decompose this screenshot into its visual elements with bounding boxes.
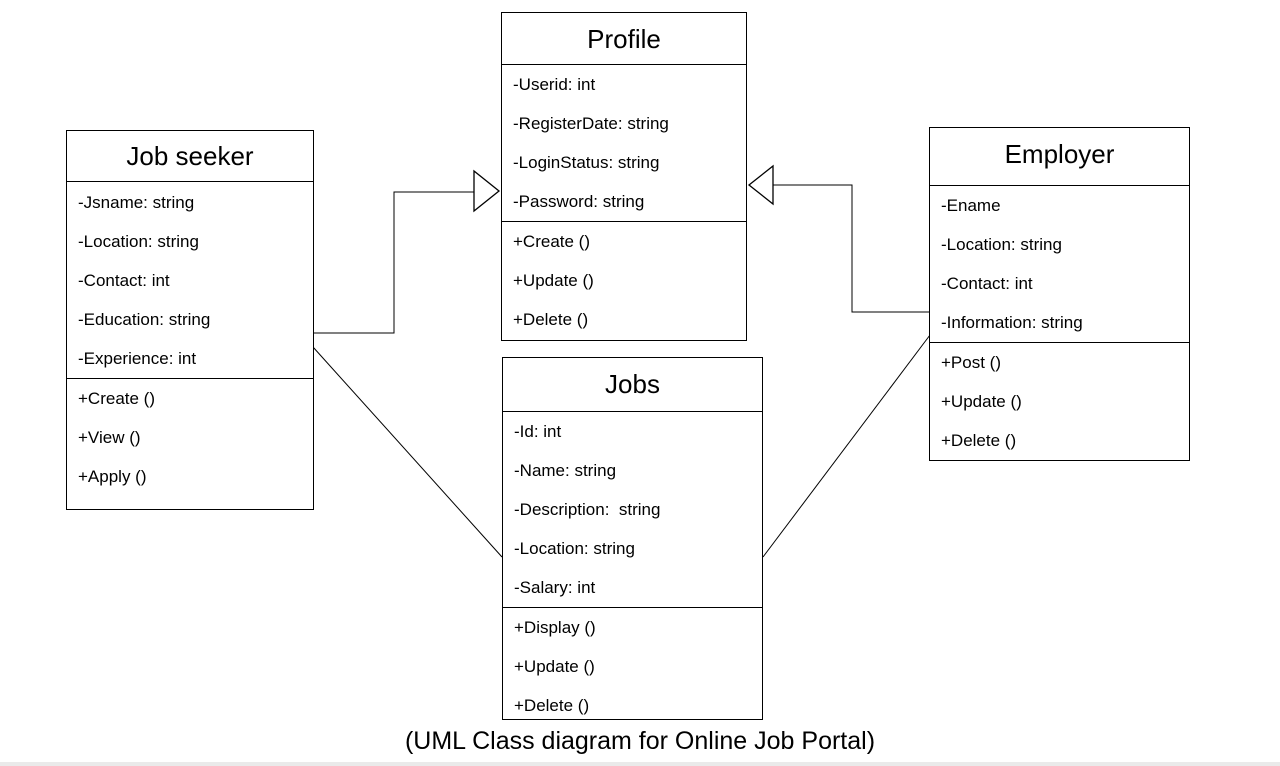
attribute-salary: -Salary: int — [514, 578, 596, 597]
methods-section: +Create () +Update () +Delete () — [502, 222, 746, 339]
class-job-seeker: Job seeker -Jsname: string -Location: st… — [66, 130, 314, 510]
section-divider — [930, 342, 1189, 343]
attribute-education: -Education: string — [78, 310, 211, 329]
attribute-information: -Information: string — [941, 313, 1083, 332]
attribute-location: -Location: string — [941, 235, 1062, 254]
attribute-contact: -Contact: int — [78, 271, 170, 290]
method-create: +Create () — [513, 232, 590, 251]
class-jobs: Jobs -Id: int -Name: string -Description… — [502, 357, 763, 720]
employer-profile-generalization-line — [773, 184, 930, 313]
attribute-ename: -Ename — [941, 196, 1001, 215]
section-divider — [502, 221, 746, 222]
employer-profile-inheritance-arrow — [747, 164, 774, 206]
method-view: +View () — [78, 428, 141, 447]
attributes-section: -Jsname: string -Location: string -Conta… — [67, 182, 313, 378]
method-delete: +Delete () — [513, 310, 589, 329]
section-divider — [67, 378, 313, 379]
attributes-section: -Ename -Location: string -Contact: int -… — [930, 186, 1189, 342]
attribute-location: -Location: string — [514, 539, 635, 558]
employer-jobs-association-line — [762, 334, 931, 558]
class-name: Profile — [502, 13, 746, 65]
methods-section: +Display () +Update () +Delete () — [503, 608, 762, 725]
attribute-registerdate: -RegisterDate: string — [513, 114, 669, 133]
bottom-edge-bar — [0, 762, 1280, 766]
attributes-section: -Id: int -Name: string -Description: str… — [503, 412, 762, 607]
method-apply: +Apply () — [78, 467, 147, 486]
method-update: +Update () — [941, 392, 1022, 411]
methods-section: +Post () +Update () +Delete () — [930, 343, 1189, 460]
attribute-name: -Name: string — [514, 461, 617, 480]
jobseeker-profile-inheritance-arrow — [473, 169, 501, 213]
attribute-jsname: -Jsname: string — [78, 193, 195, 212]
method-display: +Display () — [514, 618, 596, 637]
method-update: +Update () — [513, 271, 594, 290]
method-update: +Update () — [514, 657, 595, 676]
method-delete: +Delete () — [514, 696, 590, 715]
class-name: Employer — [930, 128, 1189, 186]
attribute-password: -Password: string — [513, 192, 645, 211]
class-name: Job seeker — [67, 131, 313, 182]
class-profile: Profile -Userid: int -RegisterDate: stri… — [501, 12, 747, 341]
jobseeker-profile-generalization-line — [313, 191, 474, 334]
diagram-caption: (UML Class diagram for Online Job Portal… — [404, 727, 876, 755]
class-employer: Employer -Ename -Location: string -Conta… — [929, 127, 1190, 461]
attributes-section: -Userid: int -RegisterDate: string -Logi… — [502, 65, 746, 221]
method-delete: +Delete () — [941, 431, 1017, 450]
section-divider — [503, 607, 762, 608]
attribute-userid: -Userid: int — [513, 75, 596, 94]
attribute-experience: -Experience: int — [78, 349, 197, 368]
attribute-loginstatus: -LoginStatus: string — [513, 153, 660, 172]
jobseeker-jobs-association-line — [312, 346, 503, 558]
method-create: +Create () — [78, 389, 155, 408]
methods-section: +Create () +View () +Apply () — [67, 379, 313, 496]
attribute-id: -Id: int — [514, 422, 562, 441]
attribute-location: -Location: string — [78, 232, 199, 251]
method-post: +Post () — [941, 353, 1001, 372]
attribute-description: -Description: string — [514, 500, 661, 519]
attribute-contact: -Contact: int — [941, 274, 1033, 293]
class-name: Jobs — [503, 358, 762, 412]
